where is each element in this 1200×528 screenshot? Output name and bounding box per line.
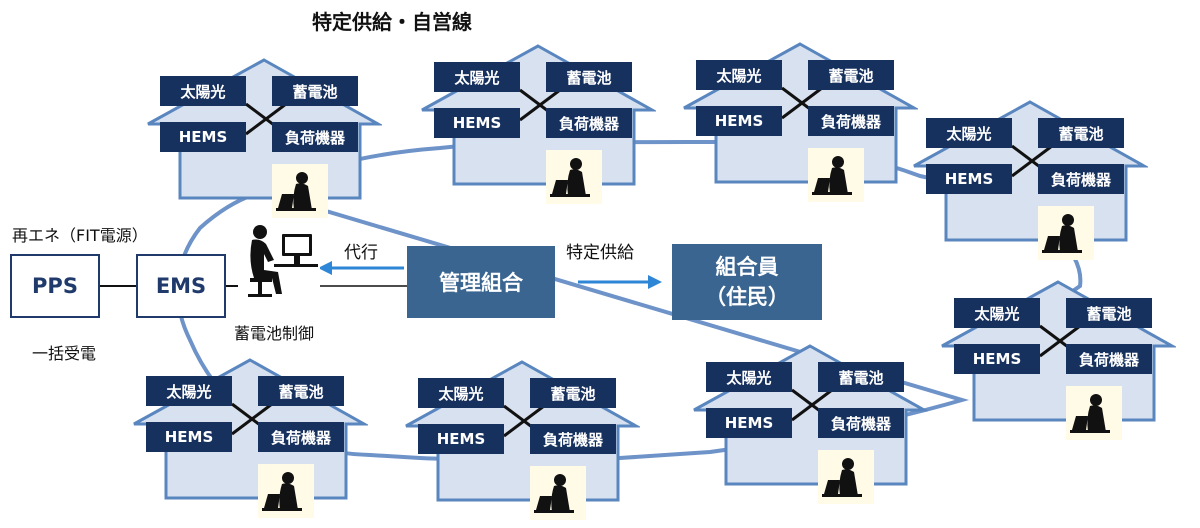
- hems-tag: HEMS: [160, 122, 246, 152]
- hems-tag: HEMS: [696, 106, 782, 136]
- load-equipment-tag: 負荷機器: [546, 108, 632, 138]
- proxy-arrow-head: [318, 261, 332, 275]
- renewable-label: 再エネ（FIT電源）: [12, 226, 148, 245]
- solar-tag: 太陽光: [160, 76, 246, 106]
- woman-at-laptop-icon: [1038, 206, 1094, 260]
- battery-tag: 蓄電池: [272, 76, 358, 106]
- bulk-receiving-label: 一括受電: [32, 344, 97, 363]
- load-equipment-tag: 負荷機器: [1038, 164, 1124, 194]
- hems-tag: HEMS: [706, 408, 792, 438]
- solar-tag: 太陽光: [706, 362, 792, 392]
- solar-tag: 太陽光: [926, 118, 1012, 148]
- page-title: 特定供給・自営線: [312, 10, 472, 34]
- solar-tag: 太陽光: [696, 60, 782, 90]
- house-7: 太陽光 蓄電池 HEMS 負荷機器: [404, 360, 640, 524]
- hems-tag: HEMS: [954, 344, 1040, 374]
- house-8: 太陽光 蓄電池 HEMS 負荷機器: [132, 358, 368, 522]
- hems-tag: HEMS: [146, 422, 232, 452]
- members-residents-label: （住民）: [705, 285, 789, 309]
- battery-tag: 蓄電池: [1038, 118, 1124, 148]
- battery-tag: 蓄電池: [808, 60, 894, 90]
- battery-tag: 蓄電池: [818, 362, 904, 392]
- load-equipment-tag: 負荷機器: [530, 424, 616, 454]
- supply-arrow-head: [648, 275, 662, 289]
- hems-tag: HEMS: [926, 164, 1012, 194]
- house-3: 太陽光 蓄電池 HEMS 負荷機器: [682, 42, 918, 206]
- solar-tag: 太陽光: [146, 376, 232, 406]
- solar-tag: 太陽光: [954, 298, 1040, 328]
- woman-at-laptop-icon: [818, 450, 874, 504]
- hems-tag: HEMS: [418, 424, 504, 454]
- storage-control-label: 蓄電池制御: [234, 324, 315, 343]
- specific-supply-label: 特定供給: [566, 243, 634, 263]
- woman-at-laptop-icon: [272, 164, 328, 218]
- house-1: 太陽光 蓄電池 HEMS 負荷機器: [146, 58, 382, 222]
- hems-tag: HEMS: [434, 108, 520, 138]
- load-equipment-tag: 負荷機器: [808, 106, 894, 136]
- load-equipment-tag: 負荷機器: [1066, 344, 1152, 374]
- woman-at-laptop-icon: [258, 464, 314, 518]
- load-equipment-tag: 負荷機器: [258, 422, 344, 452]
- house-2: 太陽光 蓄電池 HEMS 負荷機器: [420, 44, 656, 208]
- battery-tag: 蓄電池: [258, 376, 344, 406]
- battery-tag: 蓄電池: [546, 62, 632, 92]
- management-union-box: 管理組合: [407, 246, 555, 318]
- load-equipment-tag: 負荷機器: [272, 122, 358, 152]
- solar-tag: 太陽光: [434, 62, 520, 92]
- woman-at-laptop-icon: [546, 150, 602, 204]
- union-members-box: 組合員 （住民）: [672, 244, 822, 320]
- battery-tag: 蓄電池: [1066, 298, 1152, 328]
- solar-tag: 太陽光: [418, 378, 504, 408]
- house-5: 太陽光 蓄電池 HEMS 負荷機器: [940, 280, 1176, 444]
- members-label: 組合員: [715, 255, 779, 279]
- load-equipment-tag: 負荷機器: [818, 408, 904, 438]
- proxy-label: 代行: [344, 243, 378, 263]
- ems-box: EMS: [136, 254, 226, 318]
- battery-tag: 蓄電池: [530, 378, 616, 408]
- woman-at-laptop-icon: [1066, 386, 1122, 440]
- woman-at-laptop-icon: [530, 466, 586, 520]
- house-4: 太陽光 蓄電池 HEMS 負荷機器: [912, 100, 1148, 264]
- house-6: 太陽光 蓄電池 HEMS 負荷機器: [692, 344, 928, 508]
- pps-box: PPS: [10, 254, 100, 318]
- woman-at-laptop-icon: [808, 148, 864, 202]
- person-at-computer-icon: [238, 220, 320, 304]
